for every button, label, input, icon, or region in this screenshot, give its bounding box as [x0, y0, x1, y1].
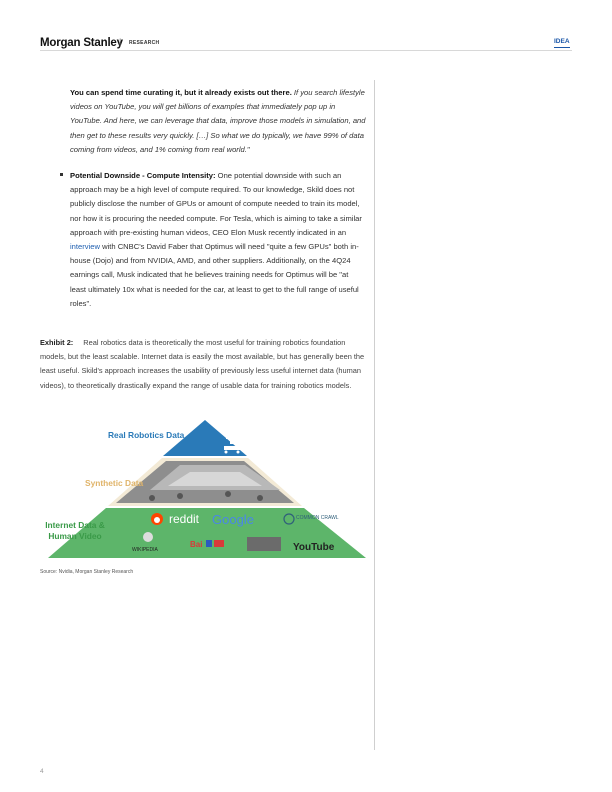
svg-text:Bai: Bai: [190, 540, 202, 549]
section-label: RESEARCH: [129, 40, 160, 46]
source-note: Source: Nvidia, Morgan Stanley Research: [40, 569, 134, 575]
data-pyramid: reddit Google COMMON CRAWL WIKIPEDIA Bai…: [48, 420, 366, 558]
reddit-logo: reddit: [151, 512, 200, 526]
exhibit-text: Real robotics data is theoretically the …: [40, 338, 365, 390]
robot-icon: [224, 430, 240, 454]
quote-lead: You can spend time curating it, but it a…: [70, 88, 292, 97]
interview-link[interactable]: interview: [70, 242, 100, 252]
quote-body: If you search lifestyle videos on YouTub…: [70, 88, 366, 154]
pyramid-tier-bottom: [48, 508, 366, 558]
tier-label-synthetic: Synthetic Data: [85, 478, 144, 488]
idea-underline: [554, 47, 570, 48]
header-rule: [40, 50, 572, 51]
exhibit-label: Exhibit 2:: [40, 338, 74, 347]
dataset-thumbnail: [247, 537, 281, 551]
google-logo: Google: [212, 512, 254, 527]
tier-label-real-robotics: Real Robotics Data: [108, 430, 185, 440]
youtube-logo: YouTube: [293, 542, 335, 553]
column-divider: [374, 80, 375, 750]
tier-label-internet: Internet Data & Human Video: [45, 520, 105, 541]
bullet-part1: One potential downside with such an appr…: [70, 171, 362, 237]
svg-text:WIKIPEDIA: WIKIPEDIA: [132, 547, 159, 553]
bullet-item: Potential Downside - Compute Intensity: …: [60, 169, 366, 311]
wikipedia-logo: WIKIPEDIA: [132, 532, 159, 553]
bullet-marker: [60, 173, 63, 176]
brand-separator: |: [119, 37, 122, 47]
bullet-text: Potential Downside - Compute Intensity: …: [70, 169, 366, 311]
svg-text:reddit: reddit: [169, 512, 200, 526]
bullet-part2: with CNBC's David Faber that Optimus wil…: [70, 242, 359, 308]
quote-paragraph: You can spend time curating it, but it a…: [70, 86, 366, 157]
bullet-lead: Potential Downside - Compute Intensity:: [70, 171, 216, 180]
brand-logo: Morgan Stanley: [40, 37, 123, 49]
svg-text:COMMON CRAWL: COMMON CRAWL: [296, 515, 339, 521]
svg-text:YouTube: YouTube: [293, 542, 335, 553]
idea-tag: IDEA: [554, 38, 570, 45]
exhibit-caption: Exhibit 2:Real robotics data is theoreti…: [40, 336, 368, 393]
baidu-logo: Bai: [190, 540, 224, 549]
page-number: 4: [40, 768, 44, 775]
commoncrawl-logo: COMMON CRAWL: [283, 513, 339, 525]
